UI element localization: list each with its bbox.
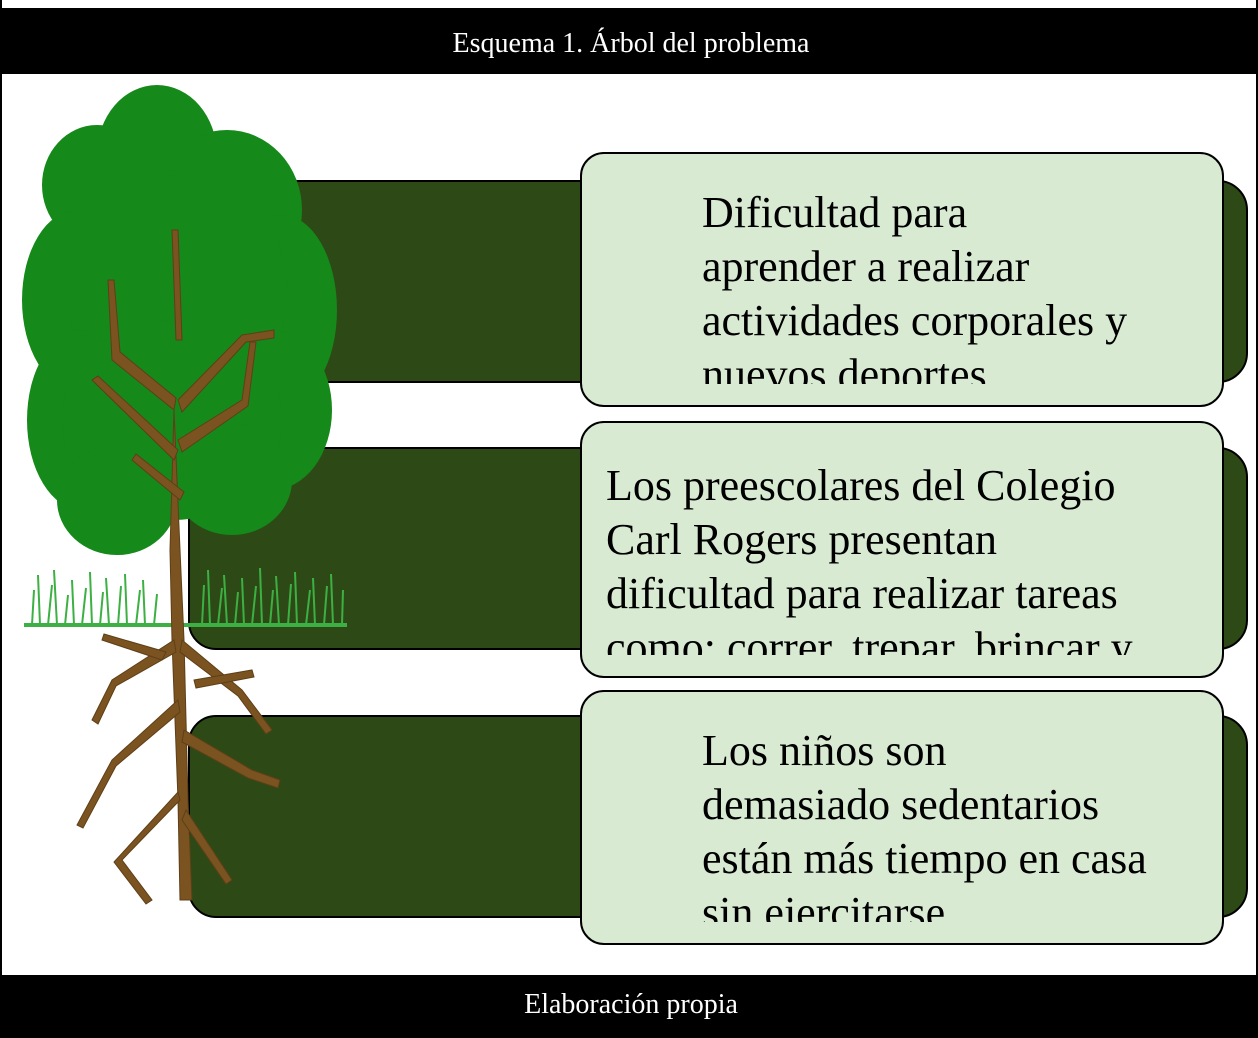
cause-card: Los niños son demasiado sedentarios está… — [580, 690, 1224, 945]
problem-text: Los preescolares del Colegio Carl Rogers… — [606, 461, 1133, 655]
tree-icon — [22, 85, 347, 905]
grass — [24, 567, 347, 627]
effect-card: Dificultad para aprender a realizar acti… — [580, 152, 1224, 407]
effect-text: Dificultad para aprender a realizar acti… — [702, 188, 1128, 384]
problem-card: Los preescolares del Colegio Carl Rogers… — [580, 421, 1224, 678]
footer-caption: Elaboración propia — [2, 975, 1256, 1038]
trunk-and-roots — [76, 229, 281, 905]
cause-text: Los niños son demasiado sedentarios está… — [702, 726, 1147, 922]
diagram-title: Esquema 1. Árbol del problema — [2, 8, 1256, 74]
frame-top — [2, 0, 1256, 8]
